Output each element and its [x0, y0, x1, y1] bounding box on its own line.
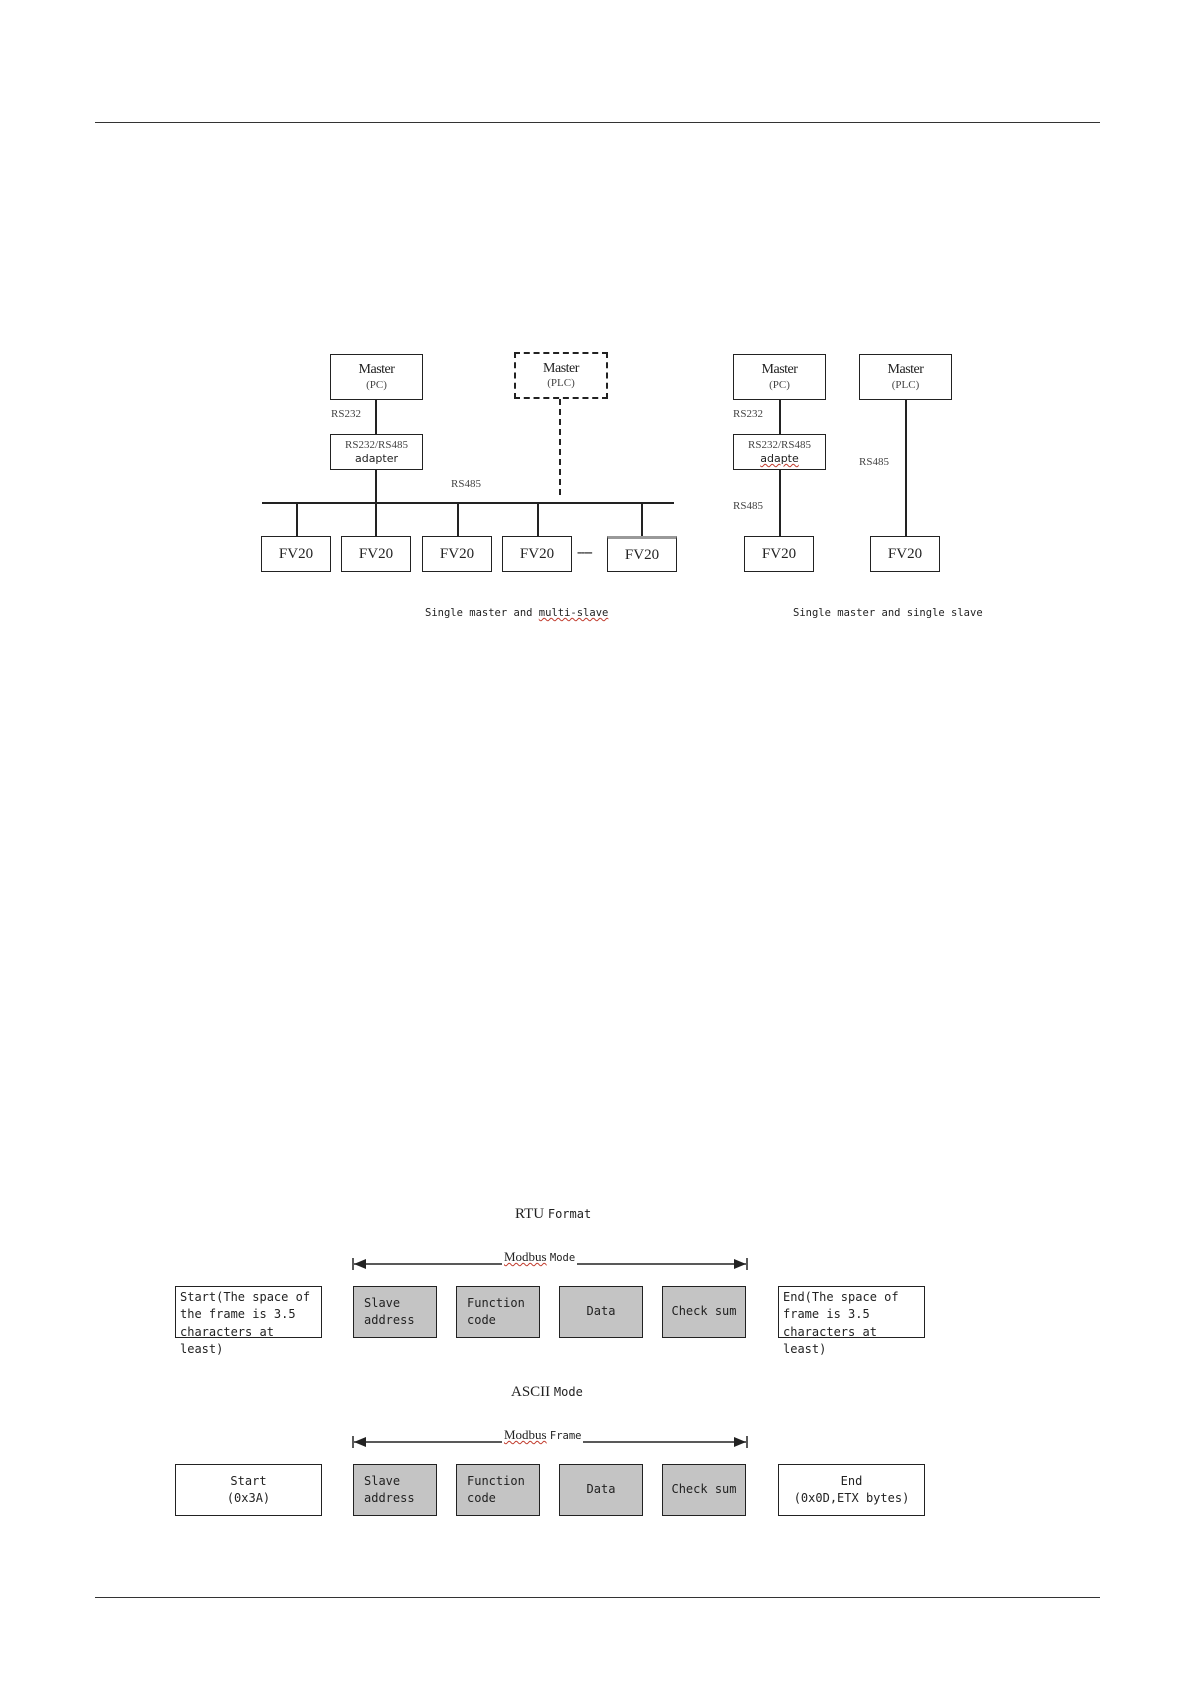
single-master-pc-box: Master (PC) — [733, 354, 826, 400]
rtu-slave-address-field: Slave address — [353, 1286, 437, 1338]
rs232-label: RS232 — [331, 408, 361, 420]
adapter-line1: RS232/RS485 — [345, 438, 408, 451]
single-master-plc-box: Master (PLC) — [859, 354, 952, 400]
ascii-data-field: Data — [559, 1464, 643, 1516]
ascii-frame-label-suffix: Frame — [549, 1430, 582, 1442]
slave-fv20-label: FV20 — [358, 546, 394, 562]
single-master-pc-sub: (PC) — [769, 378, 790, 391]
rtu-frame-label-suffix: Mode — [549, 1252, 576, 1264]
single-rs232-connector — [779, 400, 781, 434]
slave-fv20-box: FV20 — [502, 536, 572, 572]
single-slave-fv20-label: FV20 — [887, 546, 923, 562]
multi-slave-caption-prefix: Single master and — [425, 607, 539, 619]
rtu-frame-label-text: Modbus — [504, 1249, 547, 1264]
slave-fv20-label: FV20 — [439, 546, 475, 562]
slave-fv20-box: FV20 — [341, 536, 411, 572]
master-pc-sub: (PC) — [366, 378, 387, 391]
master-plc-title: Master — [543, 360, 579, 376]
master-plc-box: Master (PLC) — [514, 352, 608, 399]
single-master-pc-title: Master — [761, 362, 798, 377]
plc-dashed-connector — [559, 399, 561, 495]
slave-fv20-label: FV20 — [278, 546, 314, 562]
slave-fv20-box: FV20 — [261, 536, 331, 572]
slave-fv20-box: FV20 — [422, 536, 492, 572]
master-plc-sub: (PLC) — [547, 377, 575, 390]
rtu-checksum-field: Check sum — [662, 1286, 746, 1338]
drop-line — [296, 502, 298, 536]
drop-line — [641, 502, 643, 536]
single-slave-fv20-box: FV20 — [870, 536, 940, 572]
ascii-title-suffix: Mode — [553, 1385, 583, 1399]
ascii-title-text: ASCII — [511, 1384, 551, 1400]
ascii-function-code-field: Function code — [456, 1464, 540, 1516]
rtu-frame-label: Modbus Mode — [502, 1249, 578, 1265]
drop-line — [375, 502, 377, 536]
single-master-plc-sub: (PLC) — [891, 378, 920, 391]
ascii-checksum-field: Check sum — [662, 1464, 746, 1516]
single-slave-caption: Single master and single slave — [793, 607, 983, 619]
adapter-to-bus-connector — [375, 470, 377, 502]
rtu-function-code-field: Function code — [456, 1286, 540, 1338]
single-adapter-box: RS232/RS485 adapte — [733, 434, 826, 470]
ascii-slave-address-field: Slave address — [353, 1464, 437, 1516]
adapter-box: RS232/RS485 adapter — [330, 434, 423, 470]
footer-rule — [95, 1597, 1100, 1598]
single-adapter-line2: adapte — [760, 452, 799, 465]
ascii-end-field: End (0x0D,ETX bytes) — [778, 1464, 925, 1516]
drop-line — [537, 502, 539, 536]
rtu-title-text: RTU — [515, 1206, 545, 1222]
single-adapter-to-slave-connector — [779, 470, 781, 536]
slave-fv20-label: FV20 — [519, 546, 555, 562]
slave-ellipsis: ---- — [577, 545, 593, 560]
rtu-title: RTU Format — [515, 1206, 591, 1223]
multi-slave-caption-term: multi-slave — [538, 607, 609, 619]
single-slave-fv20-label: FV20 — [761, 546, 797, 562]
rs232-connector — [375, 400, 377, 434]
ascii-frame-label: Modbus Frame — [502, 1427, 584, 1443]
master-pc-title: Master — [358, 362, 395, 377]
ascii-title: ASCII Mode — [511, 1384, 583, 1401]
header-rule — [95, 122, 1100, 123]
slave-fv20-box: FV20 — [607, 536, 677, 572]
multi-slave-caption: Single master and multi-slave — [425, 607, 608, 619]
single-plc-connector — [905, 400, 907, 536]
rtu-start-field: Start(The space of the frame is 3.5 char… — [175, 1286, 322, 1356]
adapter-line2: adapter — [354, 452, 399, 465]
single-adapter-line1: RS232/RS485 — [748, 438, 811, 451]
rs485-bus-label: RS485 — [451, 478, 481, 490]
slave-fv20-label: FV20 — [624, 547, 660, 563]
master-pc-box: Master (PC) — [330, 354, 423, 400]
rtu-data-field: Data — [559, 1286, 643, 1338]
single-rs485-label-left: RS485 — [733, 500, 763, 512]
rtu-end-field: End(The space of frame is 3.5 characters… — [778, 1286, 925, 1356]
single-slave-fv20-box: FV20 — [744, 536, 814, 572]
rs485-bus-line — [262, 502, 674, 504]
single-rs485-label-right: RS485 — [859, 456, 889, 468]
drop-line — [457, 502, 459, 536]
ascii-start-field: Start (0x3A) — [175, 1464, 322, 1516]
ascii-frame-label-text: Modbus — [504, 1427, 547, 1442]
single-master-plc-title: Master — [887, 362, 924, 377]
single-rs232-label: RS232 — [733, 408, 763, 420]
rtu-title-suffix: Format — [547, 1207, 592, 1221]
